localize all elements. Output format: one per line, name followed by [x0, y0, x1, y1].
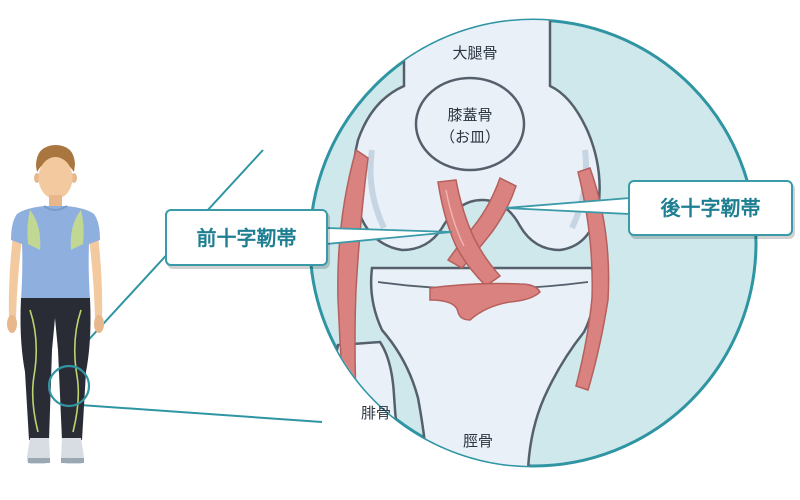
left-shoe [26, 438, 50, 464]
acl-ligament [437, 179, 502, 287]
label-fibula: 腓骨 [361, 404, 391, 422]
label-patella-line2: （お皿） [440, 128, 500, 146]
right-arm [89, 235, 103, 318]
face [38, 157, 73, 199]
acl-callout-label: 前十字靭帯 [165, 209, 328, 266]
zoom-connector-lines [58, 149, 323, 423]
label-tibia: 脛骨 [463, 432, 493, 450]
lateral-collateral-ligament [575, 167, 610, 391]
shirt [11, 206, 100, 300]
meniscus [429, 282, 541, 321]
label-patella-line1: 膝蓋骨 [447, 106, 492, 124]
left-arm [8, 235, 22, 318]
zoom-source-circle [47, 364, 91, 408]
tights [20, 298, 91, 440]
person-figure [7, 145, 104, 464]
right-shoe [61, 438, 85, 464]
patella-bone [414, 76, 526, 172]
label-femur: 大腿骨 [452, 44, 497, 62]
tibia-bone [369, 266, 596, 466]
pcl-callout-label: 後十字靭帯 [628, 180, 793, 236]
